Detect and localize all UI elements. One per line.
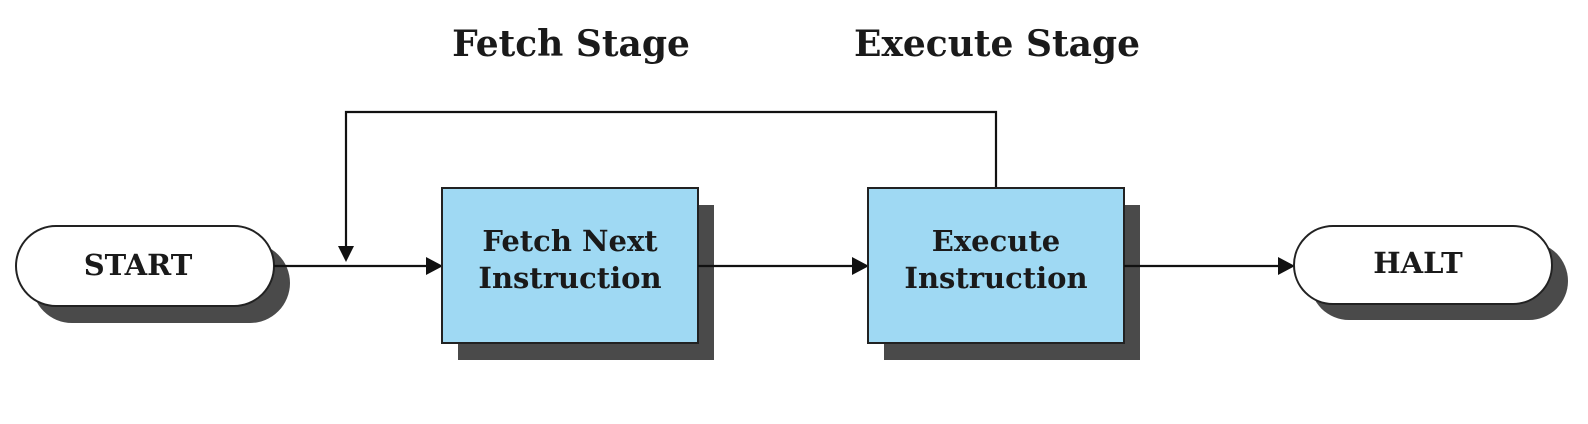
fetch-label-line-1: Fetch Next xyxy=(482,224,658,258)
halt-pill xyxy=(1293,225,1553,305)
loop-back-line xyxy=(344,110,998,248)
fetch-box xyxy=(441,187,699,344)
start-to-fetch-arrowhead xyxy=(426,257,443,275)
execute-label-line-2: Instruction xyxy=(904,261,1087,295)
halt-label: HALT xyxy=(1373,246,1463,280)
execute-label-line-1: Execute xyxy=(932,224,1060,258)
fetch-to-execute-arrowhead xyxy=(852,257,869,275)
loop-back-arrowhead xyxy=(338,246,354,262)
execute-to-halt-arrowhead xyxy=(1278,257,1295,275)
fetch-label-line-2: Instruction xyxy=(478,261,661,295)
execute-process-box: Execute Instruction xyxy=(867,187,1140,360)
start-label: START xyxy=(84,248,193,282)
fetch-process-box: Fetch Next Instruction xyxy=(441,187,714,360)
start-terminal: START xyxy=(15,225,290,323)
execute-stage-title: Execute Stage xyxy=(854,23,1140,65)
execute-box xyxy=(867,187,1125,344)
fetch-stage-title: Fetch Stage xyxy=(452,23,690,65)
halt-terminal: HALT xyxy=(1293,225,1568,320)
